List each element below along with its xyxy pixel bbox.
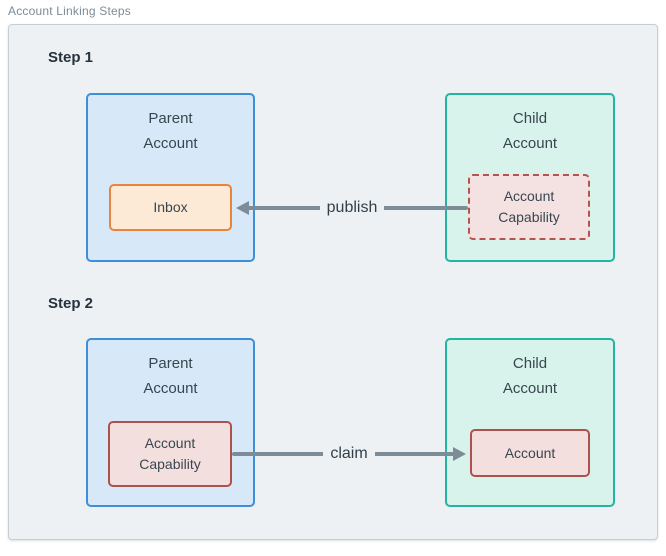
step2-account-box: Account <box>470 429 590 477</box>
diagram-title: Account Linking Steps <box>8 4 131 18</box>
arrow-head-right-icon <box>453 447 466 461</box>
step1-heading: Step 1 <box>48 49 94 66</box>
step1-publish-arrow: publish <box>236 196 468 220</box>
step2-heading: Step 2 <box>48 295 94 312</box>
publish-arrow-label: publish <box>319 199 385 217</box>
step2-child-account-title: Child Account <box>502 355 558 397</box>
step2-parent-account-box: Parent Account Account Capability <box>86 338 255 507</box>
step2-parent-account-title: Parent Account <box>143 355 198 397</box>
claim-arrow-label: claim <box>323 445 375 463</box>
step1-account-capability-box: Account Capability <box>468 174 590 240</box>
step1-child-account-title: Child Account <box>502 110 558 152</box>
step1-parent-account-box: Parent Account Inbox <box>86 93 255 262</box>
step2-account-capability-box: Account Capability <box>108 421 232 487</box>
step1-child-account-box: Child Account Account Capability <box>445 93 615 262</box>
step1-inbox-box: Inbox <box>109 184 232 231</box>
step2-child-account-box: Child Account Account <box>445 338 615 507</box>
step2-claim-arrow: claim <box>232 442 466 466</box>
arrow-head-left-icon <box>236 201 249 215</box>
step1-parent-account-title: Parent Account <box>143 110 198 152</box>
